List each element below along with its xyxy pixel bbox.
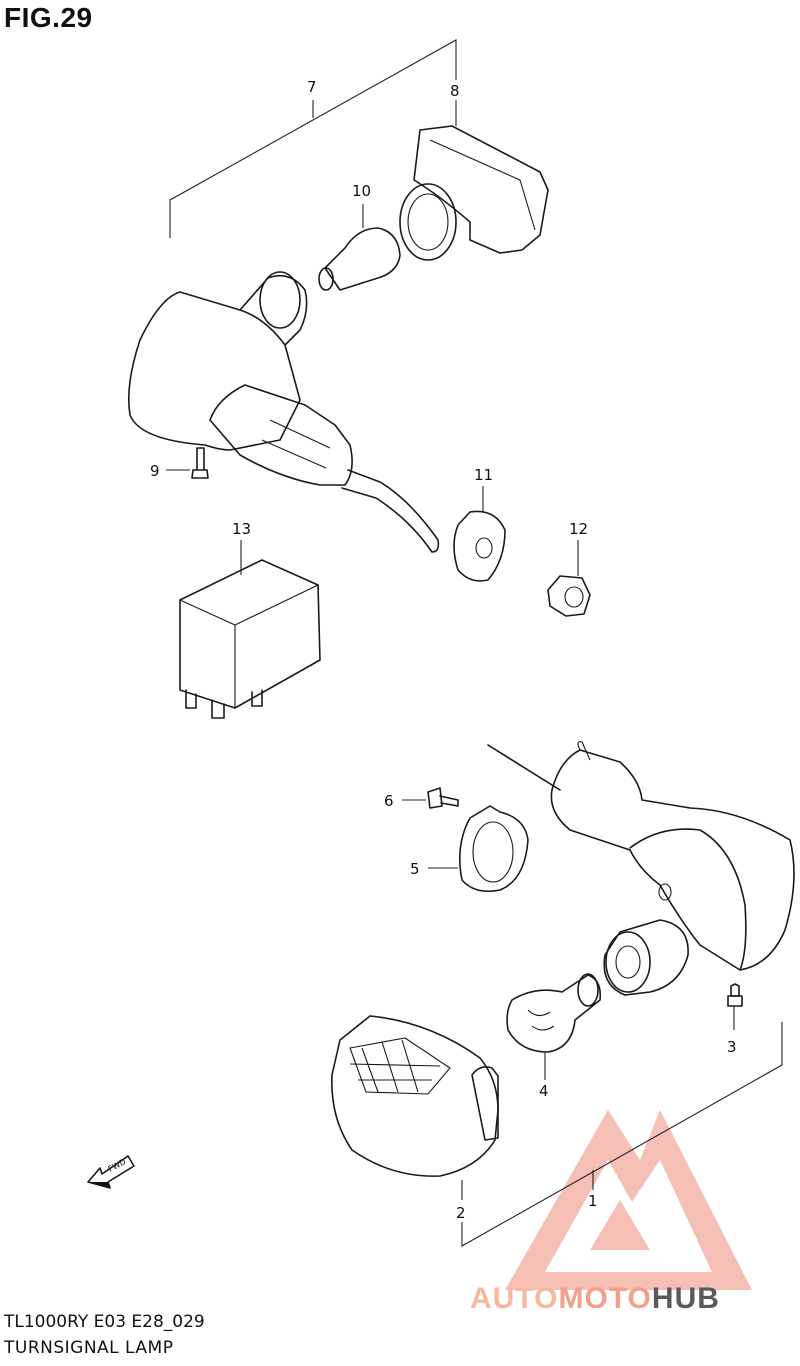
part-3-screw — [727, 983, 743, 1030]
group-1-bracket — [461, 1022, 783, 1247]
part-10-bulb — [318, 204, 401, 291]
part-9-screw — [166, 447, 209, 479]
part-12-nut — [547, 540, 591, 617]
watermark-logo-icon — [505, 1110, 752, 1290]
brand-part-hub: HUB — [651, 1282, 720, 1315]
lower-socket — [603, 919, 689, 996]
callout-1: 1 — [588, 1192, 598, 1210]
callout-12: 12 — [569, 520, 588, 538]
callout-4: 4 — [539, 1082, 549, 1100]
brand-part-moto: MOTO — [558, 1282, 652, 1315]
callout-8: 8 — [450, 82, 460, 100]
fwd-arrow-icon: FWD — [87, 1155, 135, 1189]
part-11-grommet — [453, 486, 506, 582]
figure-title: FIG.29 — [4, 2, 93, 33]
group-7-bracket — [169, 39, 457, 238]
model-code: TL1000RY E03 E28_029 — [4, 1312, 205, 1332]
callout-7: 7 — [307, 78, 317, 96]
callout-6: 6 — [384, 792, 394, 810]
callout-11: 11 — [474, 466, 493, 484]
callout-3: 3 — [727, 1038, 737, 1056]
callout-9: 9 — [150, 462, 160, 480]
brand-part-auto: AUTO — [470, 1282, 559, 1315]
upper-signal-housing — [127, 271, 440, 553]
diagram-title: TURNSIGNAL LAMP — [4, 1338, 174, 1358]
part-13-relay — [179, 540, 321, 719]
watermark-brand: AUTOMOTOHUB — [470, 1282, 720, 1316]
callout-2: 2 — [456, 1204, 466, 1222]
part-2-lens — [331, 1015, 499, 1200]
lower-signal-housing — [487, 741, 795, 971]
part-6-screw — [402, 787, 459, 809]
callout-10: 10 — [352, 182, 371, 200]
part-4-bulb — [506, 973, 602, 1080]
callout-13: 13 — [232, 520, 251, 538]
part-8-lens — [399, 100, 549, 261]
callout-5: 5 — [410, 860, 420, 878]
part-5-gasket — [428, 805, 529, 893]
